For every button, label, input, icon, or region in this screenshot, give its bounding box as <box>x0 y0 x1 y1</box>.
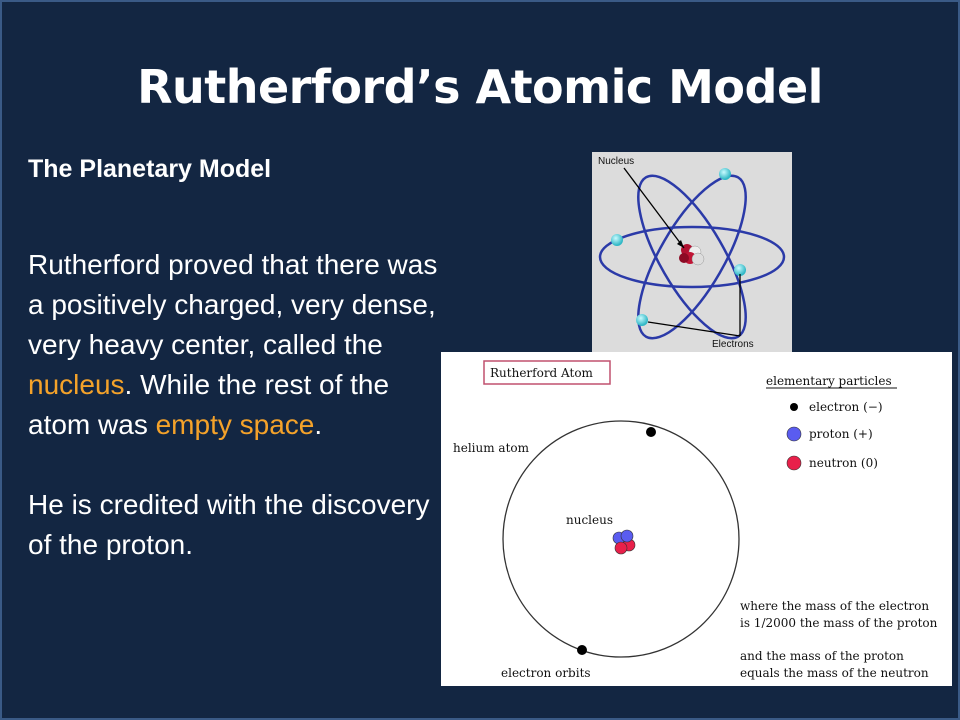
electrons-arrow-2 <box>647 321 741 337</box>
title-box <box>483 360 611 385</box>
slide-subtitle: The Planetary Model <box>28 155 272 183</box>
orbit-tilted-1 <box>637 174 747 340</box>
para1-text-1: Rutherford proved that there was a posit… <box>28 249 438 360</box>
rutherford-atom-figure: Rutherford Atom helium atom nucleus elec… <box>441 352 952 686</box>
empty-space-highlight: empty space <box>155 409 315 440</box>
nucleus-arrow <box>623 167 685 249</box>
orbit-tilted-2 <box>637 174 747 340</box>
nucleus-highlight: nucleus <box>28 369 125 400</box>
legend-electron-icon <box>790 403 798 411</box>
electron-icon <box>734 264 746 276</box>
nucleus-arrowhead <box>677 240 684 248</box>
legend-title: elementary particles <box>766 374 892 388</box>
para1-text-3: . <box>314 409 323 440</box>
helium-atom-label: helium atom <box>453 441 530 455</box>
electron-dot <box>577 645 587 655</box>
mass-note-2-line-2: equals the mass of the neutron <box>740 666 929 680</box>
orbit-horizontal <box>598 225 786 289</box>
mass-note-1-line-2: is 1/2000 the mass of the proton <box>740 616 938 630</box>
legend-proton-icon <box>786 426 802 442</box>
legend-neutron-label: neutron (0) <box>809 456 878 470</box>
electron-orbit <box>502 420 740 658</box>
electron-dot <box>646 427 656 437</box>
paragraph-1: Rutherford proved that there was a posit… <box>28 245 438 445</box>
legend-proton-label: proton (+) <box>809 427 873 441</box>
legend-electron-label: electron (−) <box>809 400 883 414</box>
nucleus-label: nucleus <box>566 513 613 527</box>
para1-text-2: . While the rest of the atom was <box>28 369 390 440</box>
electron-icon <box>719 168 731 180</box>
body-text: Rutherford proved that there was a posit… <box>28 245 438 565</box>
slide-title: Rutherford’s Atomic Model <box>137 60 823 114</box>
helium-nucleus <box>612 529 636 555</box>
planetary-nucleus <box>679 244 705 266</box>
electron-orbits-label: electron orbits <box>501 666 591 680</box>
planetary-model-figure: Nucleus Electrons <box>592 152 792 352</box>
electron-icon <box>636 314 648 326</box>
title-box-label: Rutherford Atom <box>490 366 594 380</box>
legend-neutron-icon <box>786 455 802 471</box>
electrons-label: Electrons <box>712 339 754 350</box>
electron-icon <box>611 234 623 246</box>
mass-note-1-line-1: where the mass of the electron <box>740 599 929 613</box>
nucleus-label: Nucleus <box>598 156 634 167</box>
mass-note-2-line-1: and the mass of the proton <box>740 649 904 663</box>
paragraph-2: He is credited with the discovery of the… <box>28 489 430 560</box>
